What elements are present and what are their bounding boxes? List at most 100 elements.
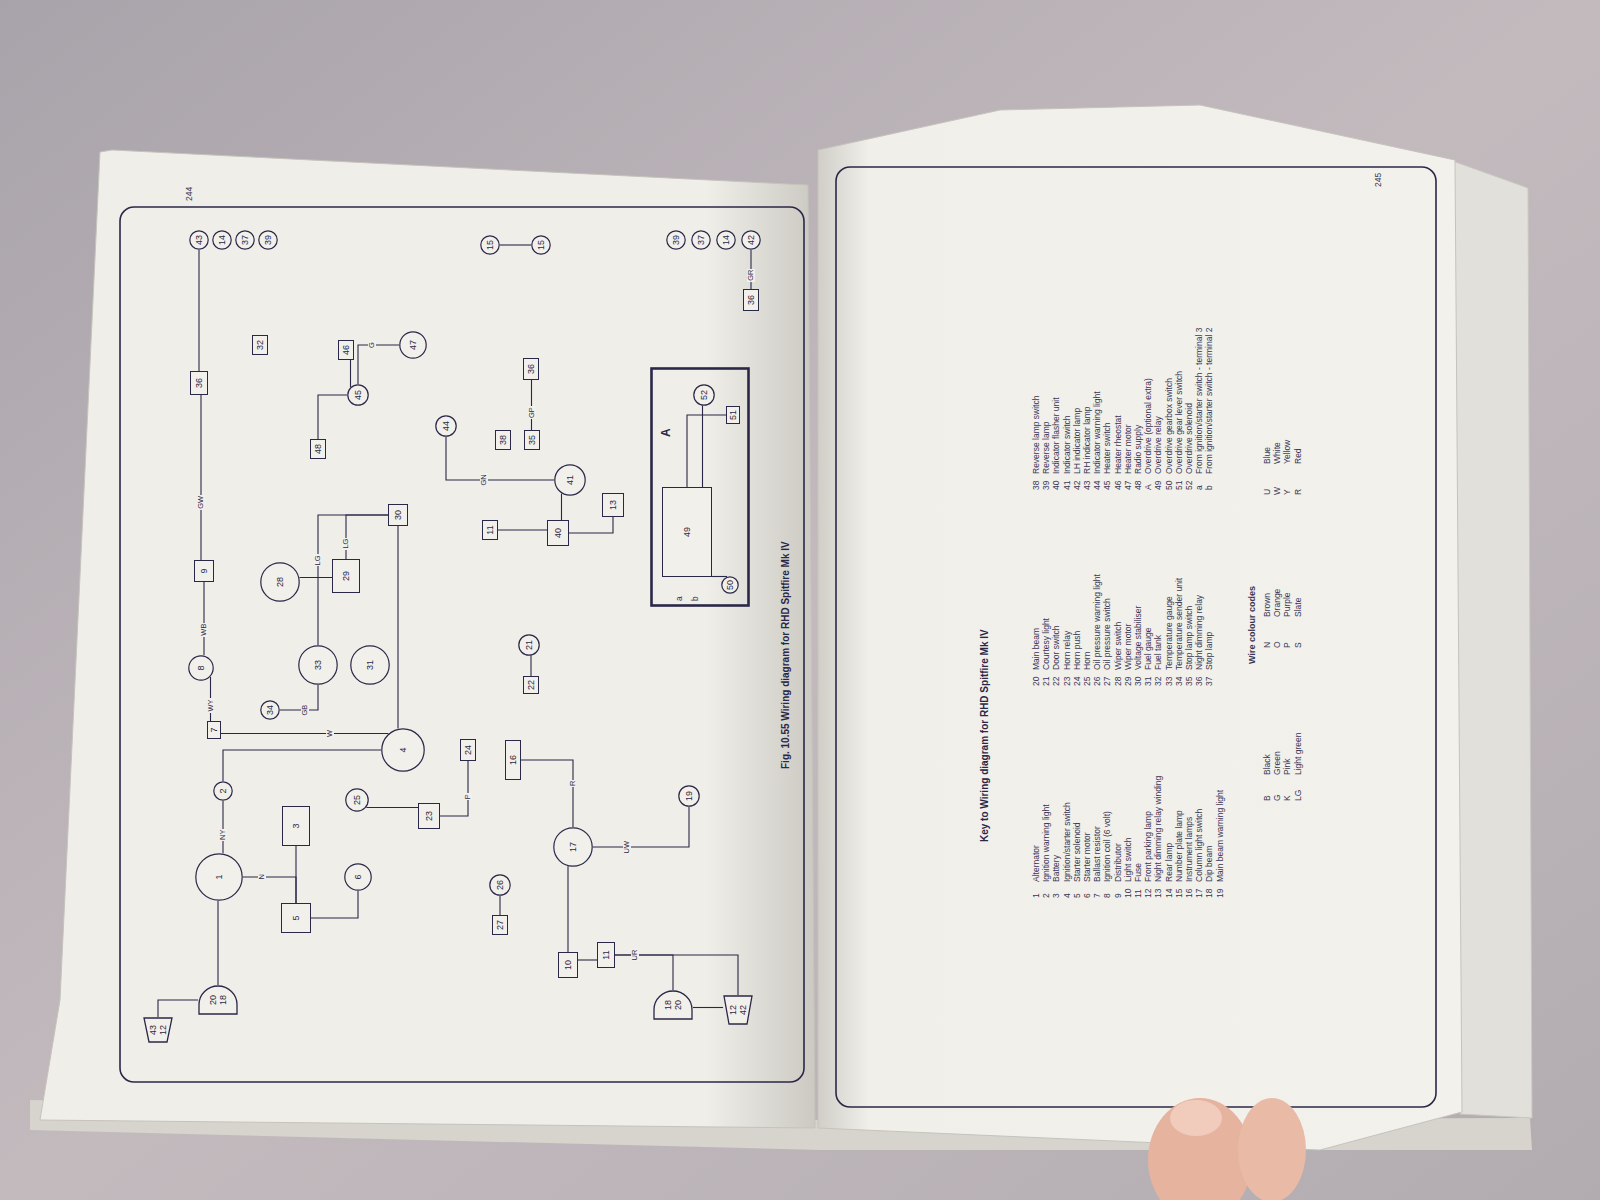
component-box: 40 bbox=[547, 520, 569, 546]
key-text: Starter motor bbox=[1082, 832, 1092, 882]
key-text: Indicator switch bbox=[1062, 415, 1072, 474]
component-circle: 45 bbox=[347, 384, 369, 406]
wire-colour-code: GW bbox=[197, 495, 205, 510]
component-box: 38 bbox=[495, 430, 511, 450]
key-text: Ignition warning light bbox=[1041, 805, 1051, 883]
component-circle-outline bbox=[555, 465, 585, 495]
component-box: 11 bbox=[597, 942, 615, 968]
key-number: 3 bbox=[1051, 893, 1061, 898]
headlamp: 2018 bbox=[198, 985, 238, 1015]
component-circle-outline bbox=[742, 231, 760, 249]
diagram-sheet: 4312201812356252347893433312829303236484… bbox=[118, 170, 808, 1085]
wire bbox=[530, 656, 531, 676]
key-text: LH indicator lamp bbox=[1072, 408, 1082, 474]
colour-name: Blue bbox=[1262, 447, 1272, 464]
key-text: Wiper switch bbox=[1113, 622, 1123, 670]
callout-number: 35 bbox=[527, 435, 537, 445]
key-number: 17 bbox=[1194, 889, 1204, 898]
callout-number: 3 bbox=[291, 824, 301, 829]
component-circle: 37 bbox=[235, 230, 255, 250]
right-page bbox=[818, 105, 1462, 1150]
callout-number: 22 bbox=[526, 680, 536, 690]
key-number: 29 bbox=[1123, 677, 1133, 686]
key-text: Stop lamp switch bbox=[1184, 606, 1194, 670]
key-number: 18 bbox=[1204, 889, 1214, 898]
key-text: Overdrive gear lever switch bbox=[1174, 371, 1184, 474]
key-text: Stop lamp bbox=[1204, 632, 1214, 670]
callout-number: 47 bbox=[408, 340, 418, 350]
wire-colour-code: G bbox=[368, 341, 376, 349]
wire bbox=[521, 760, 573, 827]
component-box: 9 bbox=[194, 560, 214, 582]
wire-colour-code: N bbox=[258, 873, 266, 880]
wire bbox=[567, 866, 568, 952]
key-number: b bbox=[1204, 485, 1214, 490]
key-text: Heater switch bbox=[1102, 423, 1112, 475]
callout-number: 30 bbox=[393, 510, 403, 520]
component-circle-outline bbox=[519, 635, 539, 655]
component-circle: 31 bbox=[350, 645, 390, 685]
colour-name: Black bbox=[1262, 754, 1272, 775]
key-text: Reverse lamp switch bbox=[1031, 396, 1041, 474]
component-box: 22 bbox=[523, 676, 539, 694]
callout-number: 37 bbox=[240, 235, 250, 245]
wire bbox=[203, 582, 204, 655]
key-text: Radio supply bbox=[1133, 425, 1143, 474]
component-circle: 21 bbox=[518, 634, 540, 656]
component-circle-outline bbox=[213, 231, 231, 249]
wire-colour-code: P bbox=[464, 793, 472, 800]
component-box: 51 bbox=[726, 406, 740, 424]
callout-number: 32 bbox=[255, 340, 265, 350]
wire bbox=[299, 577, 332, 578]
wire bbox=[158, 1000, 198, 1017]
front-lamp-outline bbox=[144, 1018, 172, 1042]
front-lamp: 4312 bbox=[143, 1017, 173, 1043]
callout-number: 31 bbox=[365, 660, 375, 670]
key-text: From ignition/starter switch - terminal … bbox=[1204, 328, 1214, 474]
component-circle-outline bbox=[490, 875, 510, 895]
component-circle: 34 bbox=[260, 700, 280, 720]
component-circle-outline bbox=[190, 231, 208, 249]
colour-name: Slate bbox=[1293, 598, 1303, 617]
callout-number: 18 bbox=[663, 1000, 673, 1010]
component-box: 5 bbox=[281, 903, 311, 933]
page-number: 244 bbox=[184, 187, 194, 201]
wire bbox=[498, 529, 547, 530]
wire bbox=[243, 877, 296, 903]
callout-number: 38 bbox=[498, 435, 508, 445]
overdrive-box-outline bbox=[652, 369, 749, 606]
component-box: 36 bbox=[523, 358, 539, 380]
colour-name: Green bbox=[1272, 751, 1282, 775]
callout-number: 48 bbox=[313, 444, 323, 454]
wire bbox=[222, 801, 223, 853]
wire bbox=[687, 415, 726, 487]
component-circle-outline bbox=[345, 864, 371, 890]
wire bbox=[318, 515, 388, 645]
page-frame-art bbox=[118, 170, 808, 1085]
component-circle: 26 bbox=[489, 874, 511, 896]
component-box: 7 bbox=[207, 721, 221, 739]
wire bbox=[280, 685, 318, 710]
key-number: 23 bbox=[1062, 677, 1072, 686]
component-circle-outline bbox=[481, 236, 499, 254]
wire bbox=[712, 576, 727, 577]
callout-number: 12 bbox=[728, 1005, 738, 1015]
headlamp-outline bbox=[199, 986, 237, 1014]
callout-number: 12 bbox=[158, 1025, 168, 1035]
key-text: Wiper motor bbox=[1123, 624, 1133, 670]
key-text: Main beam bbox=[1031, 628, 1041, 670]
key-number: 27 bbox=[1102, 677, 1112, 686]
component-box: 24 bbox=[460, 739, 476, 761]
component-box: 11 bbox=[482, 520, 498, 540]
figure-caption: Fig. 10.55 Wiring diagram for RHD Spitfi… bbox=[780, 541, 791, 769]
component-box: 16 bbox=[505, 740, 521, 780]
key-number: 1 bbox=[1031, 893, 1041, 898]
key-number: 31 bbox=[1143, 677, 1153, 686]
headlamp-outline bbox=[654, 991, 692, 1019]
key-text: Heater rheostat bbox=[1113, 415, 1123, 474]
key-number: A bbox=[1143, 484, 1153, 490]
wire bbox=[295, 846, 296, 903]
key-number: 40 bbox=[1051, 481, 1061, 490]
colour-name: Yellow bbox=[1282, 440, 1292, 464]
callout-number: 34 bbox=[265, 705, 275, 715]
